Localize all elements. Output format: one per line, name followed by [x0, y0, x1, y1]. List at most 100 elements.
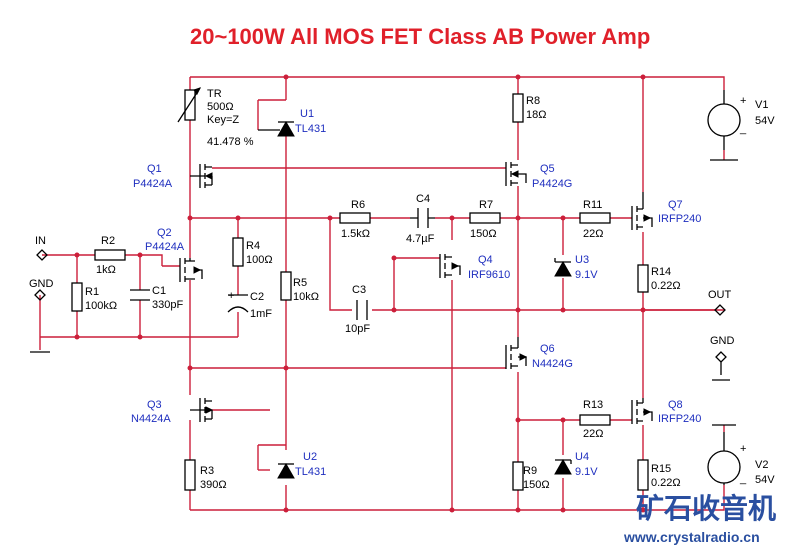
- port-gnd-right[interactable]: GND: [710, 335, 735, 381]
- v1-value: 54V: [755, 115, 775, 127]
- r5-value: 10kΩ: [293, 291, 319, 303]
- q5-ref: Q5: [540, 163, 555, 175]
- q4-ref: Q4: [478, 254, 493, 266]
- tr-value: 500Ω: [207, 101, 234, 113]
- resistor-r7[interactable]: R7 150Ω: [469, 199, 501, 240]
- resistor-r2[interactable]: R2 1kΩ: [94, 235, 126, 276]
- zener-u3[interactable]: U3 9.1V: [554, 254, 598, 281]
- r2-value: 1kΩ: [96, 264, 116, 276]
- wiring: [39, 76, 725, 511]
- mosfet-q8[interactable]: Q8 IRFP240: [631, 398, 701, 425]
- voltage-source-v2[interactable]: + _ V2 54V: [707, 424, 775, 486]
- resistor-r13[interactable]: R13 22Ω: [579, 399, 611, 440]
- tr-key: Key=Z: [207, 114, 239, 126]
- r14-ref: R14: [651, 266, 671, 278]
- v1-minus: _: [739, 123, 747, 135]
- u3-value: 9.1V: [575, 269, 598, 281]
- r3-value: 390Ω: [200, 479, 227, 491]
- zener-u4[interactable]: U4 9.1V: [554, 451, 598, 478]
- capacitor-c2[interactable]: + C2 1mF: [227, 290, 272, 320]
- c1-value: 330pF: [152, 299, 183, 311]
- shunt-regulator-u2[interactable]: U2 TL431: [277, 451, 326, 479]
- port-gnd-left[interactable]: GND: [29, 278, 54, 353]
- junctions: [74, 74, 646, 513]
- mosfet-q6[interactable]: Q6 N4424G: [505, 337, 573, 370]
- resistor-r11[interactable]: R11 22Ω: [579, 199, 611, 240]
- port-in[interactable]: IN: [35, 235, 48, 261]
- v2-minus: _: [739, 473, 747, 485]
- u1-part: TL431: [295, 123, 326, 135]
- u2-ref: U2: [303, 451, 317, 463]
- r15-value: 0.22Ω: [651, 477, 681, 489]
- q1-part: P4424A: [133, 178, 173, 190]
- mosfet-q4[interactable]: Q4 IRF9610: [439, 254, 510, 281]
- c4-value: 4.7µF: [406, 233, 435, 245]
- q5-part: P4424G: [532, 178, 572, 190]
- r13-value: 22Ω: [583, 428, 603, 440]
- u2-part: TL431: [295, 466, 326, 478]
- r7-ref: R7: [479, 199, 493, 211]
- r15-ref: R15: [651, 463, 671, 475]
- port-gnd-right-label: GND: [710, 335, 735, 347]
- r7-value: 150Ω: [470, 228, 497, 240]
- u3-ref: U3: [575, 254, 589, 266]
- port-gnd-left-label: GND: [29, 278, 54, 290]
- c3-value: 10pF: [345, 323, 370, 335]
- r11-value: 22Ω: [583, 228, 603, 240]
- r11-ref: R11: [583, 199, 602, 211]
- c3-ref: C3: [352, 284, 366, 296]
- r9-ref: R9: [523, 465, 537, 477]
- resistor-r6[interactable]: R6 1.5kΩ: [339, 199, 371, 240]
- r1-ref: R1: [85, 286, 99, 298]
- mosfet-q3[interactable]: Q3 N4424A: [131, 398, 214, 425]
- r2-ref: R2: [101, 235, 115, 247]
- r1-value: 100kΩ: [85, 300, 117, 312]
- r8-ref: R8: [526, 95, 540, 107]
- resistor-r5[interactable]: R5 10kΩ: [280, 271, 319, 303]
- c1-ref: C1: [152, 285, 166, 297]
- r9-value: 150Ω: [523, 479, 550, 491]
- capacitor-c1[interactable]: C1 330pF: [130, 285, 183, 311]
- c2-ref: C2: [250, 291, 264, 303]
- capacitor-c3[interactable]: C3 10pF: [345, 284, 370, 335]
- mosfet-q5[interactable]: Q5 P4424G: [505, 162, 572, 190]
- mosfet-q1[interactable]: Q1 P4424A: [133, 163, 213, 190]
- resistor-r4[interactable]: R4 100Ω: [232, 237, 273, 267]
- q3-part: N4424A: [131, 413, 171, 425]
- resistor-r8[interactable]: R8 18Ω: [512, 93, 546, 123]
- port-in-label: IN: [35, 235, 46, 247]
- q3-ref: Q3: [147, 399, 162, 411]
- mosfet-q2[interactable]: Q2 P4424A: [145, 227, 203, 282]
- resistor-r15[interactable]: R15 0.22Ω: [637, 459, 681, 491]
- voltage-source-v1[interactable]: + _ V1 54V: [707, 90, 775, 161]
- v1-plus: +: [740, 95, 746, 107]
- q6-ref: Q6: [540, 343, 555, 355]
- watermark-brand: 矿石收音机: [636, 492, 776, 524]
- resistor-r14[interactable]: R14 0.22Ω: [637, 264, 681, 293]
- schematic-title: 20~100W All MOS FET Class AB Power Amp: [190, 24, 650, 49]
- port-out[interactable]: OUT: [708, 289, 732, 316]
- shunt-regulator-u1[interactable]: U1 TL431: [258, 108, 326, 137]
- r6-value: 1.5kΩ: [341, 228, 370, 240]
- watermark-url: www.crystalradio.cn: [623, 529, 760, 545]
- q1-ref: Q1: [147, 163, 162, 175]
- capacitor-c4[interactable]: C4 4.7µF: [406, 193, 435, 245]
- potentiometer-tr[interactable]: TR 500Ω Key=Z 41.478 %: [177, 87, 254, 148]
- r4-value: 100Ω: [246, 254, 273, 266]
- r6-ref: R6: [351, 199, 365, 211]
- q2-part: P4424A: [145, 241, 185, 253]
- r3-ref: R3: [200, 465, 214, 477]
- resistor-r9[interactable]: R9 150Ω: [512, 461, 550, 491]
- port-out-label: OUT: [708, 289, 732, 301]
- tr-ref: TR: [207, 88, 222, 100]
- resistor-r1[interactable]: R1 100kΩ: [71, 282, 117, 312]
- watermark: 矿石收音机 www.crystalradio.cn: [623, 492, 776, 545]
- v1-ref: V1: [755, 99, 768, 111]
- q2-ref: Q2: [157, 227, 172, 239]
- q8-ref: Q8: [668, 399, 683, 411]
- resistor-r3[interactable]: R3 390Ω: [184, 459, 227, 491]
- mosfet-q7[interactable]: Q7 IRFP240: [631, 192, 701, 230]
- q6-part: N4424G: [532, 358, 573, 370]
